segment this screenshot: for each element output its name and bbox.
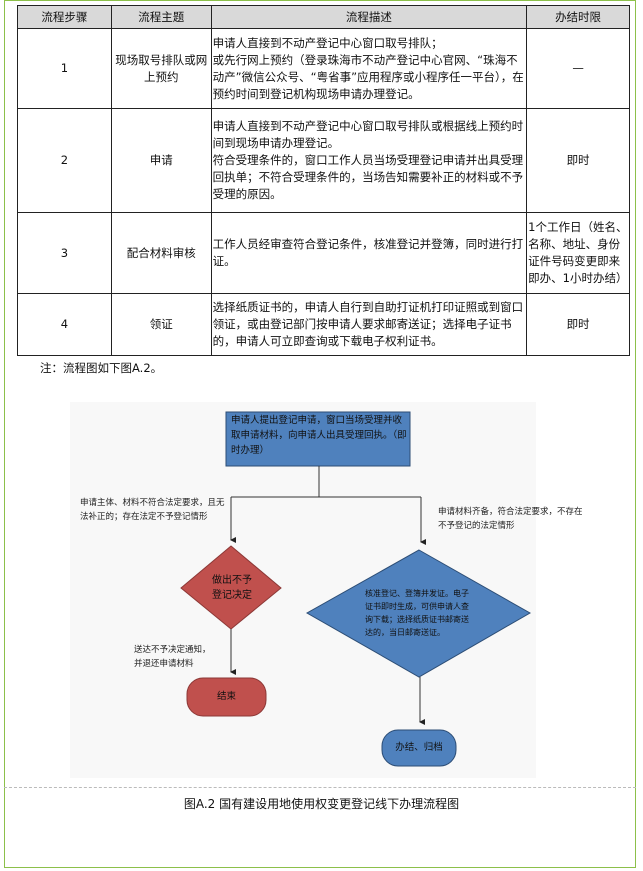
header-limit: 办结时限	[526, 5, 630, 29]
header-desc: 流程描述	[210, 5, 528, 29]
table-row: 1 现场取号排队或网上预约 申请人直接到不动产登记中心窗口取号排队； 或先行网上预…	[17, 28, 630, 109]
step-cell: 2	[17, 108, 112, 213]
topic-cell: 申请	[110, 108, 212, 213]
table-row: 4 领证 选择纸质证书的，申请人自行到自助打证机打印证照或到窗口领证，或由登记部…	[17, 293, 630, 356]
header-step: 流程步骤	[17, 5, 112, 29]
desc-cell: 申请人直接到不动产登记中心窗口取号排队或根据线上预约时间到现场申请办理登记。符合…	[210, 108, 528, 213]
right-condition-label: 申请材料齐备，符合法定要求，不存在不予登记的法定情形	[438, 507, 583, 531]
table-row: 3 配合材料审核 工作人员经审查符合登记条件，核准登记并登簿，同时进行打证。 1…	[17, 212, 630, 294]
desc-line: 或先行网上预约（登录珠海市不动产登记中心官网、“珠海不动产”微信公众号、“粤省事…	[212, 52, 524, 101]
desc-line: 申请人直接到不动产登记中心窗口取号排队；	[212, 35, 443, 50]
end-approve-text: 办结、归档	[395, 742, 443, 753]
start-text: 申请人提出登记申请，窗口当场受理并收取申请材料，向申请人出具受理回执。（即时办理…	[231, 415, 407, 456]
end-reject-text: 结束	[216, 691, 236, 702]
approve-decision-text: 核准登记、登簿并发证。电子证书即时生成，可供申请人查询下载；选择纸质证书邮寄送达…	[365, 589, 469, 637]
approve-diamond	[305, 549, 532, 678]
reject-decision-text: 做出不予登记决定	[212, 575, 252, 601]
limit-cell: 1个工作日（姓名、名称、地址、身份证件号码变更即来即办、1小时办结）	[526, 212, 630, 294]
left-condition-label: 申请主体、材料不符合法定要求，且无法补正的；存在法定不予登记情形	[80, 498, 225, 522]
connector-line	[231, 466, 421, 498]
desc-line: 符合受理条件的，窗口工作人员当场受理登记申请并出具受理回执单；不符合受理条件的，…	[212, 153, 524, 201]
page-frame	[4, 0, 636, 868]
divider	[4, 787, 636, 788]
desc-line: 工作人员经审查符合登记条件，核准登记并登簿，同时进行打证。	[212, 237, 524, 268]
desc-line: 申请人直接到不动产登记中心窗口取号排队或根据线上预约时间到现场申请办理登记。	[212, 119, 524, 150]
step-cell: 3	[17, 212, 112, 294]
figure-caption: 图A.2 国有建设用地使用权变更登记线下办理流程图	[183, 797, 460, 811]
table-note: 注：流程图如下图A.2。	[40, 361, 163, 375]
desc-line: 选择纸质证书的，申请人自行到自助打证机打印证照或到窗口领证，或由登记部门按申请人…	[212, 300, 524, 348]
topic-cell: 领证	[110, 293, 212, 356]
reject-note-label: 送达不予决定通知，并退还申请材料	[134, 645, 211, 669]
desc-cell: 申请人直接到不动产登记中心窗口取号排队； 或先行网上预约（登录珠海市不动产登记中心…	[210, 28, 528, 109]
desc-cell: 选择纸质证书的，申请人自行到自助打证机打印证照或到窗口领证，或由登记部门按申请人…	[210, 293, 528, 356]
table-row: 2 申请 申请人直接到不动产登记中心窗口取号排队或根据线上预约时间到现场申请办理…	[17, 108, 630, 213]
start-box	[225, 411, 411, 467]
desc-cell: 工作人员经审查符合登记条件，核准登记并登簿，同时进行打证。	[210, 212, 528, 294]
topic-cell: 现场取号排队或网上预约	[110, 28, 212, 109]
step-cell: 4	[17, 293, 112, 356]
process-table: 流程步骤 流程主题 流程描述 办结时限 1 现场取号排队或网上预约 申请人直接到…	[17, 5, 630, 356]
step-cell: 1	[17, 28, 112, 109]
end-reject-terminal	[186, 677, 267, 717]
limit-cell: 即时	[526, 293, 630, 356]
table-header: 流程步骤 流程主题 流程描述 办结时限	[17, 5, 630, 29]
end-approve-terminal	[381, 729, 457, 767]
